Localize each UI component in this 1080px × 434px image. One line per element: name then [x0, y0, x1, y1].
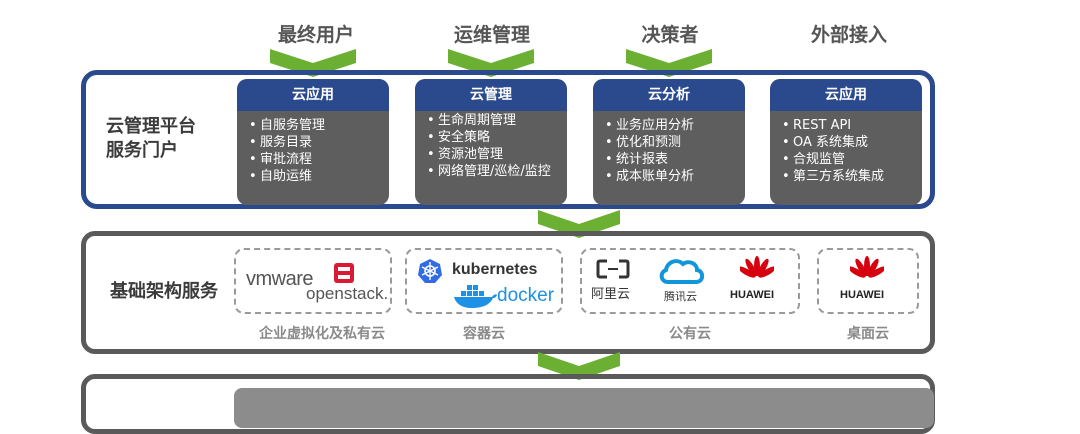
portal-layer	[81, 70, 935, 209]
aliyun-logo: 阿里云	[591, 287, 631, 302]
card-list: 生命周期管理 安全策略 资源池管理 网络管理/巡检/监控	[415, 112, 567, 180]
group-virtualization	[234, 248, 392, 314]
tencent-cloud-icon	[659, 259, 705, 284]
list-item: REST API	[782, 117, 922, 134]
card-title: 云应用	[770, 79, 922, 111]
infra-title: 基础架构服务	[110, 281, 218, 302]
card-cloud-app: 云应用 自服务管理 服务目录 审批流程 自助运维	[237, 79, 389, 205]
user-label-ops: 运维管理	[453, 24, 530, 46]
vmware-logo: vmware	[246, 268, 314, 290]
tencent-cloud-logo: 腾讯云	[664, 290, 697, 303]
card-title: 云管理	[415, 79, 567, 111]
bottom-layer-bar	[234, 388, 934, 428]
huawei-logo: HUAWEI	[840, 289, 884, 301]
group-desktop-cloud	[817, 248, 919, 314]
infrastructure-layer	[81, 231, 935, 354]
card-cloud-management: 云管理 生命周期管理 安全策略 资源池管理 网络管理/巡检/监控	[415, 79, 567, 205]
list-item: 成本账单分析	[605, 168, 745, 185]
list-item: 第三方系统集成	[782, 168, 922, 185]
group-label-container: 容器云	[463, 326, 505, 342]
list-item: 业务应用分析	[605, 117, 745, 134]
user-label-external-access: 外部接入	[810, 24, 887, 46]
docker-logo: docker	[497, 285, 555, 306]
huawei-icon	[850, 256, 884, 278]
chevron-down-icon	[538, 352, 620, 380]
list-item: 资源池管理	[427, 146, 567, 163]
aliyun-icon	[596, 259, 630, 279]
list-item: 统计报表	[605, 151, 745, 168]
card-list: REST API OA 系统集成 合规监管 第三方系统集成	[770, 117, 922, 185]
portal-title-line1: 云管理平台	[106, 116, 196, 137]
user-label-end-user: 最终用户	[277, 24, 354, 46]
card-title: 云分析	[593, 79, 745, 111]
list-item: 优化和预测	[605, 134, 745, 151]
card-title: 云应用	[237, 79, 389, 111]
card-list: 业务应用分析 优化和预测 统计报表 成本账单分析	[593, 117, 745, 185]
openstack-logo: openstack.	[306, 284, 389, 303]
huawei-icon	[740, 256, 774, 278]
kubernetes-icon	[418, 259, 442, 283]
card-list: 自服务管理 服务目录 审批流程 自助运维	[237, 117, 389, 185]
docker-icon	[454, 285, 497, 308]
list-item: 自服务管理	[249, 117, 389, 134]
list-item: 合规监管	[782, 151, 922, 168]
portal-title-line2: 服务门户	[106, 140, 178, 161]
list-item: 生命周期管理	[427, 112, 567, 129]
list-item: OA 系统集成	[782, 134, 922, 151]
huawei-logo: HUAWEI	[730, 289, 774, 301]
card-cloud-analytics: 云分析 业务应用分析 优化和预测 统计报表 成本账单分析	[593, 79, 745, 205]
list-item: 网络管理/巡检/监控	[427, 163, 556, 180]
portal-title: 云管理平台 服务门户	[106, 115, 196, 163]
list-item: 审批流程	[249, 151, 389, 168]
openstack-icon	[334, 263, 354, 283]
group-label-virtualization: 企业虚拟化及私有云	[259, 326, 385, 342]
user-label-decision-maker: 决策者	[641, 24, 699, 46]
list-item: 服务目录	[249, 134, 389, 151]
card-cloud-integration: 云应用 REST API OA 系统集成 合规监管 第三方系统集成	[770, 79, 922, 205]
list-item: 安全策略	[427, 129, 567, 146]
group-label-desktop-cloud: 桌面云	[847, 326, 889, 342]
group-label-public-cloud: 公有云	[669, 326, 711, 342]
list-item: 自助运维	[249, 168, 389, 185]
kubernetes-logo: kubernetes	[452, 261, 538, 278]
